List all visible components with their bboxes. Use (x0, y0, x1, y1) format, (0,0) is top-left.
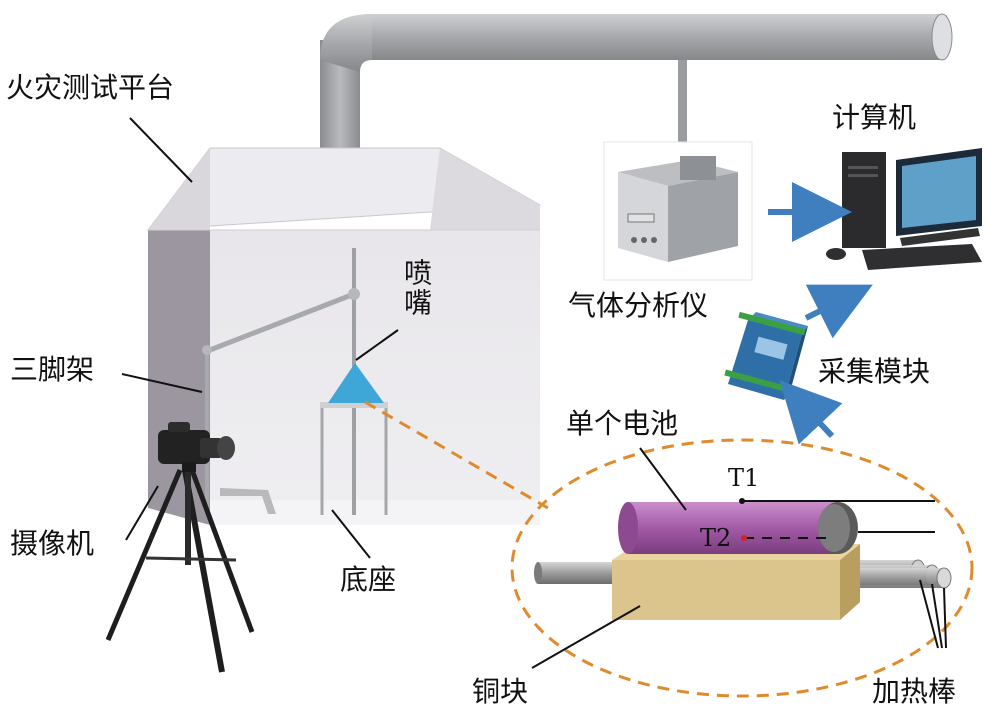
leader-fire-platform (129, 117, 193, 183)
t1-point (739, 498, 745, 504)
label-acquisition-module: 采集模块 (818, 355, 931, 388)
base-table (320, 402, 388, 515)
leader-rod-2 (931, 583, 943, 649)
label-nozzle: 喷嘴 (400, 258, 433, 318)
exhaust-duct (320, 13, 953, 148)
label-gas-analyzer: 气体分析仪 (568, 289, 709, 322)
label-copper-block: 铜块 (472, 675, 529, 708)
label-fire-platform: 火灾测试平台 (6, 71, 175, 104)
label-t1: T1 (728, 464, 760, 492)
fire-test-hood (146, 147, 542, 525)
label-heating-rods: 加热棒 (872, 675, 957, 708)
arrows (768, 182, 873, 445)
leader-base (331, 509, 371, 559)
label-base: 底座 (340, 563, 397, 596)
copper-block (612, 544, 860, 620)
battery-cell (618, 502, 858, 554)
leader-copper (531, 605, 641, 669)
label-single-battery: 单个电池 (566, 407, 679, 440)
nozzle-cone (328, 363, 384, 403)
label-tripod: 三脚架 (10, 353, 95, 386)
detail-dashed-ellipse (510, 438, 974, 698)
gas-analyzer-device (603, 141, 753, 281)
leader-battery (639, 447, 687, 511)
label-camera: 摄像机 (10, 527, 95, 560)
t2-point (741, 535, 747, 541)
acquisition-module-device (724, 311, 808, 400)
computer-icon (826, 148, 982, 270)
video-camera-icon (158, 422, 235, 472)
leader-camera (125, 485, 159, 541)
leader-tripod (121, 373, 203, 393)
leader-rod-3 (943, 587, 947, 649)
leader-nozzle (355, 329, 399, 361)
label-computer: 计算机 (832, 101, 917, 134)
dashed-connector (364, 400, 549, 510)
arrow-battery-to-module (779, 380, 843, 445)
label-t2: T2 (700, 524, 732, 552)
leader-lines (121, 117, 947, 669)
thermocouples (739, 498, 935, 541)
camera-tripod (105, 462, 276, 673)
arrow-module-to-computer (804, 284, 873, 339)
leader-rod-1 (919, 579, 939, 649)
